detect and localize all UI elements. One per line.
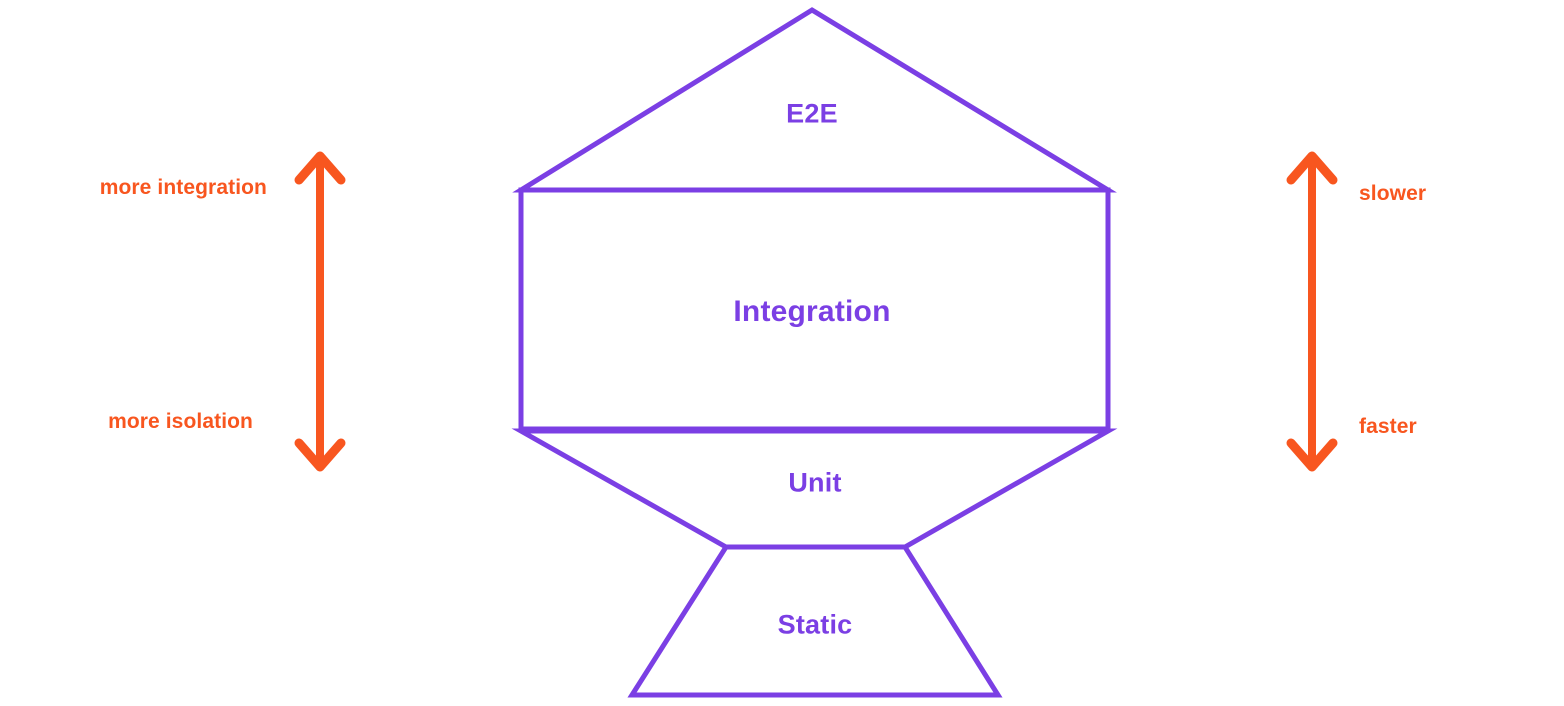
layer-label-e2e: E2E xyxy=(786,98,838,129)
static-trapezoid-shape xyxy=(627,544,1003,698)
right-axis-top-label: slower xyxy=(1359,182,1427,205)
left-axis-bottom-label: more isolation xyxy=(108,410,253,433)
right-axis-bottom-label: faster xyxy=(1359,415,1417,438)
layer-label-unit: Unit xyxy=(788,467,842,498)
right-double-arrow-icon xyxy=(1286,151,1338,472)
layer-label-integration: Integration xyxy=(733,295,891,328)
left-axis-top-label: more integration xyxy=(99,176,267,199)
left-double-arrow-icon xyxy=(294,151,346,472)
layer-label-static: Static xyxy=(777,609,853,640)
